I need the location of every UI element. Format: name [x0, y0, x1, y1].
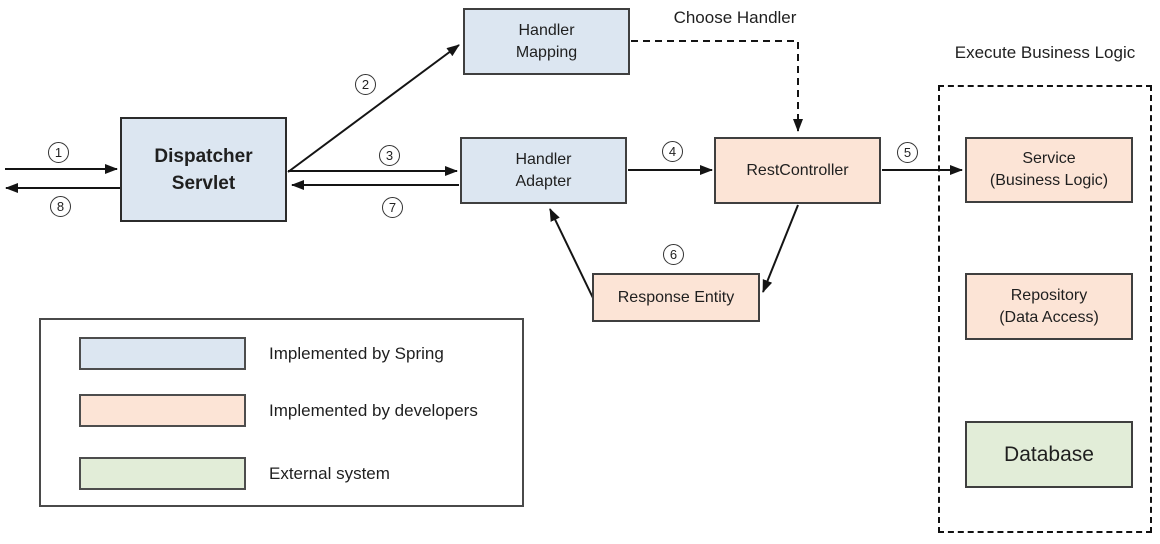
arrow-choose-handler-dashed	[631, 40, 803, 132]
legend-label-developers: Implemented by developers	[269, 400, 478, 420]
legend-box: Implemented by Spring Implemented by dev…	[39, 318, 524, 507]
legend-swatch-spring	[79, 337, 246, 370]
business-logic-region	[938, 85, 1152, 533]
step-badge-1: 1	[48, 142, 69, 163]
node-service: Service (Business Logic)	[965, 137, 1133, 203]
arrow-to-handler-mapping	[287, 44, 460, 173]
arrow-response-to-adapter	[549, 208, 594, 299]
arrow-to-response-entity	[762, 204, 799, 293]
node-rest-controller: RestController	[714, 137, 881, 204]
legend-label-spring: Implemented by Spring	[269, 343, 444, 363]
legend-label-external: External system	[269, 463, 390, 483]
step-badge-7: 7	[382, 197, 403, 218]
node-handler-mapping: Handler Mapping	[463, 8, 630, 75]
step-badge-6: 6	[663, 244, 684, 265]
node-database: Database	[965, 421, 1133, 488]
step-badge-2: 2	[355, 74, 376, 95]
execute-business-logic-label: Execute Business Logic	[954, 43, 1136, 62]
node-handler-adapter: Handler Adapter	[460, 137, 627, 204]
legend-swatch-developers	[79, 394, 246, 427]
step-badge-8: 8	[50, 196, 71, 217]
node-dispatcher-servlet: Dispatcher Servlet	[120, 117, 287, 222]
node-repository: Repository (Data Access)	[965, 273, 1133, 340]
legend-swatch-external	[79, 457, 246, 490]
step-badge-4: 4	[662, 141, 683, 162]
node-response-entity: Response Entity	[592, 273, 760, 322]
step-badge-5: 5	[897, 142, 918, 163]
choose-handler-label: Choose Handler	[673, 8, 797, 27]
step-badge-3: 3	[379, 145, 400, 166]
